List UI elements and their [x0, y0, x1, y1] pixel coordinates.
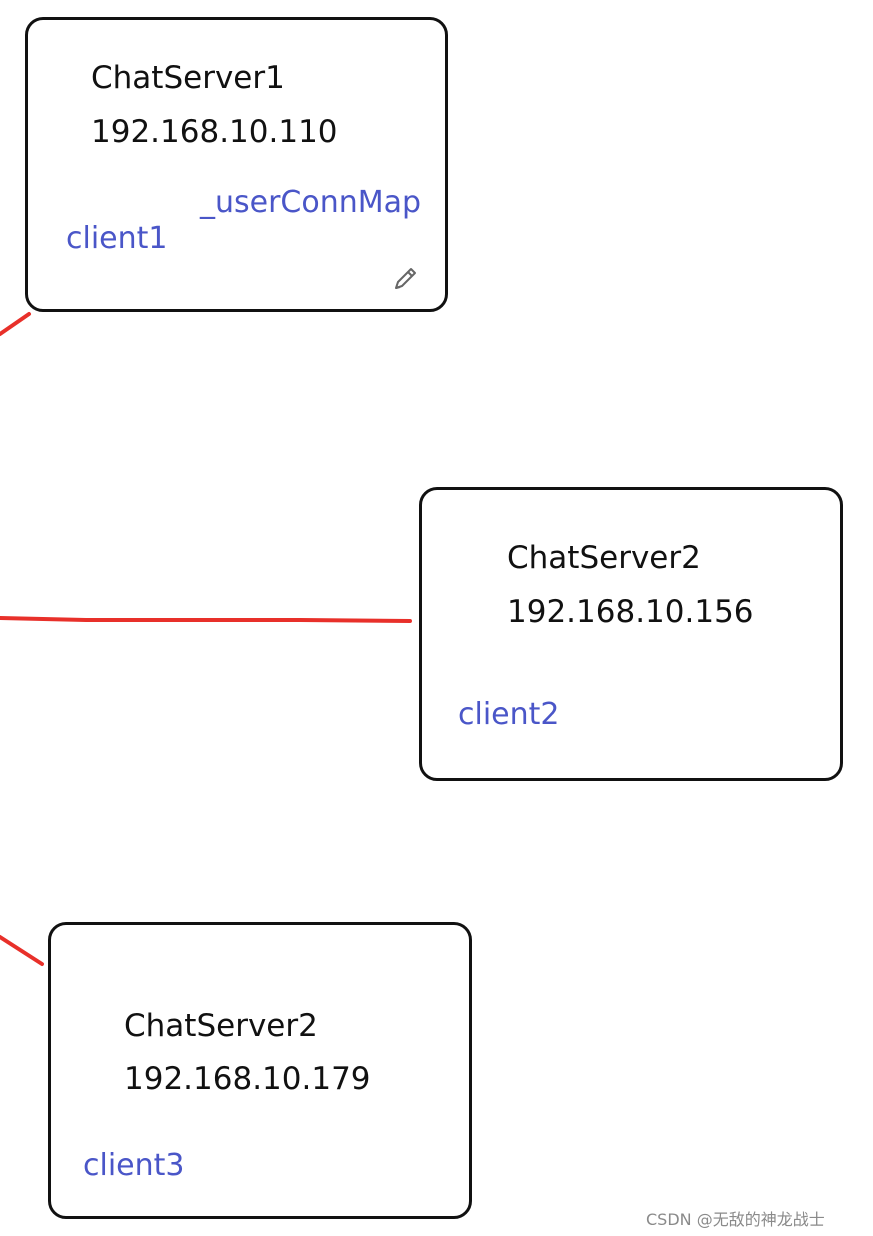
user-conn-map-label: _userConnMap [200, 185, 422, 220]
client-label: client3 [83, 1148, 185, 1183]
link-server1 [0, 312, 31, 336]
server-node-1: ChatServer1 192.168.10.110 _userConnMap … [25, 17, 448, 312]
server-node-2: ChatServer2 192.168.10.156 client2 [419, 487, 843, 781]
link-server3 [0, 935, 44, 966]
server-title: ChatServer2 [507, 540, 701, 576]
pencil-icon[interactable] [390, 263, 420, 293]
server-ip: 192.168.10.110 [91, 114, 338, 150]
client-label: client1 [66, 221, 168, 256]
server-title: ChatServer1 [91, 60, 285, 96]
link-server2 [0, 616, 412, 623]
server-title: ChatServer2 [124, 1008, 318, 1044]
server-ip: 192.168.10.156 [507, 594, 754, 630]
server-node-3: ChatServer2 192.168.10.179 client3 [48, 922, 472, 1219]
client-label: client2 [458, 697, 560, 732]
server-ip: 192.168.10.179 [124, 1061, 371, 1097]
watermark: CSDN @无敌的神龙战士 [646, 1210, 825, 1229]
